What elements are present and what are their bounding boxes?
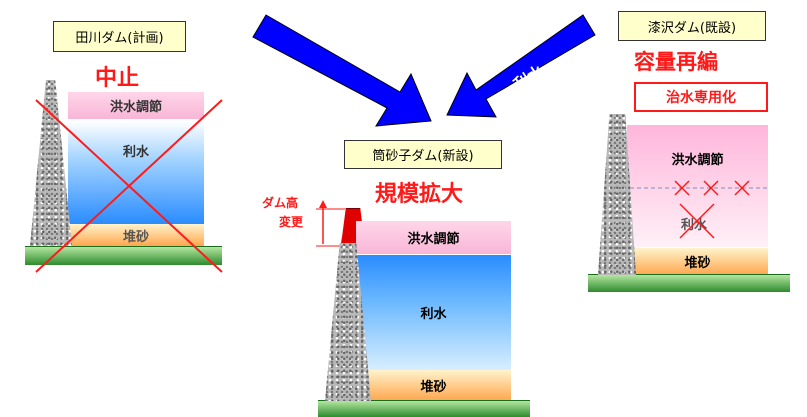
urushizawa-title: 漆沢ダム(既設) [618,11,766,41]
tagawa-water-label: 利水 [122,145,149,160]
height-note-2: 変更 [279,215,304,229]
urushizawa-flood-label: 洪水調節 [671,153,724,168]
left-arrow [252,14,432,127]
tsutsusago-flood-layer: 洪水調節 [356,221,511,254]
tsutsusago-flood-label: 洪水調節 [407,232,460,247]
tagawa-sediment-layer: 堆砂 [68,224,204,246]
tagawa-title: 田川ダム(計画) [53,21,186,52]
height-note-1: ダム高 [262,196,299,210]
urushizawa-status: 容量再編 [634,50,718,74]
urushizawa-ground [588,274,790,292]
urushizawa-water-label: 利水 [681,218,708,233]
tagawa-flood-layer: 洪水調節 [68,92,204,119]
urushizawa-sediment-layer: 堆砂 [627,248,768,275]
tsutsusago-sediment-label: 堆砂 [420,380,447,395]
tsutsusago-status: 規模拡大 [375,182,464,207]
tsutsusago-sediment-layer: 堆砂 [356,370,511,401]
tsutsusago-title: 筒砂子ダム(新設) [344,140,502,169]
tsutsusago-water-label: 利水 [420,307,447,322]
urushizawa-sediment-label: 堆砂 [684,256,711,271]
tsutsusago-water-layer: 利水 [356,255,511,370]
tagawa-status: 中止 [95,66,140,91]
right-arrow [446,14,596,118]
tagawa-flood-label: 洪水調節 [109,100,162,115]
tagawa-sediment-label: 堆砂 [122,229,149,245]
tagawa-ground [25,246,222,265]
urushizawa-substatus: 治水専用化 [634,82,768,112]
tsutsusago-ground [318,400,530,417]
